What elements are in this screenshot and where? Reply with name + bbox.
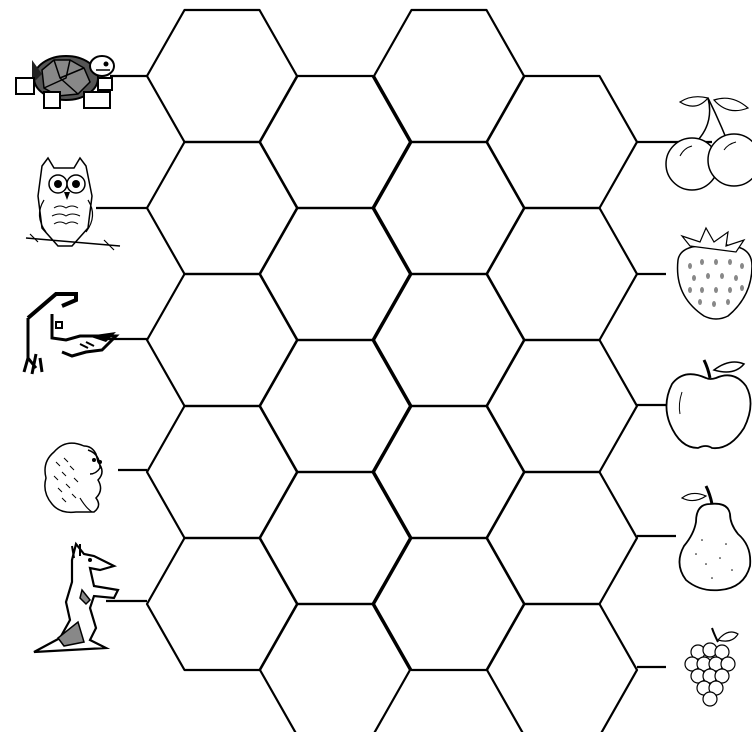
hex-cell[interactable] bbox=[260, 472, 410, 604]
owl-icon bbox=[26, 158, 120, 250]
cherries-icon bbox=[666, 97, 752, 190]
pear-icon bbox=[679, 486, 750, 590]
hex-cell[interactable] bbox=[147, 538, 297, 670]
hex-cell[interactable] bbox=[260, 76, 410, 208]
dog-icon bbox=[24, 294, 116, 374]
hex-cell[interactable] bbox=[374, 142, 524, 274]
hex-cell[interactable] bbox=[147, 142, 297, 274]
hex-cell[interactable] bbox=[260, 340, 410, 472]
hex-cell[interactable] bbox=[260, 604, 410, 732]
hex-cell[interactable] bbox=[487, 76, 637, 208]
apple-icon bbox=[666, 360, 750, 448]
hex-cell[interactable] bbox=[487, 340, 637, 472]
hex-cell[interactable] bbox=[374, 10, 524, 142]
grapes-icon bbox=[685, 628, 738, 706]
hex-cell[interactable] bbox=[374, 274, 524, 406]
hex-cell[interactable] bbox=[260, 208, 410, 340]
hex-cell[interactable] bbox=[147, 10, 297, 142]
hex-cell[interactable] bbox=[374, 406, 524, 538]
strawberry-icon bbox=[678, 228, 752, 319]
hex-cell[interactable] bbox=[487, 208, 637, 340]
hex-cell[interactable] bbox=[487, 604, 637, 732]
hex-cell[interactable] bbox=[374, 538, 524, 670]
turtle-icon bbox=[16, 56, 114, 108]
hex-cell[interactable] bbox=[147, 274, 297, 406]
hex-cell[interactable] bbox=[147, 406, 297, 538]
hedgehog-icon bbox=[45, 443, 102, 512]
hex-cell[interactable] bbox=[487, 472, 637, 604]
kangaroo-icon bbox=[34, 544, 118, 652]
